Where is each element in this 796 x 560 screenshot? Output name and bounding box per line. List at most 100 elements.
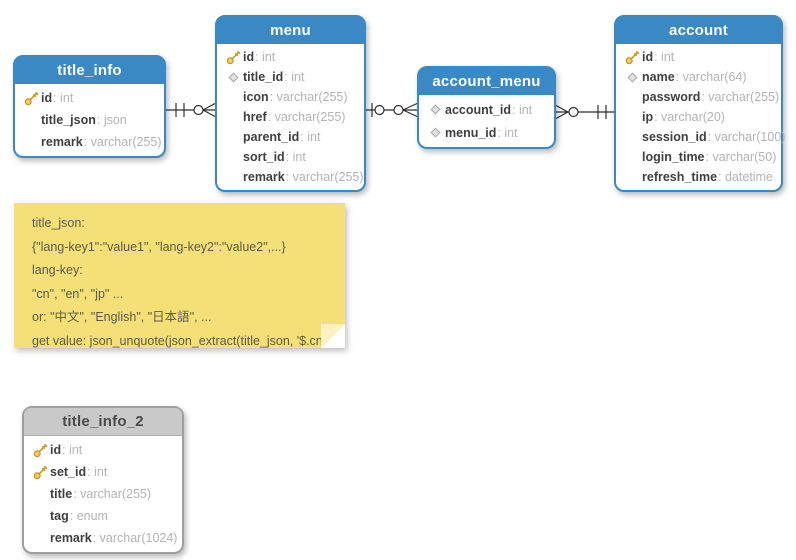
foreign-key-icon (623, 71, 642, 83)
field-type: : varchar(50) (705, 150, 777, 164)
field-type: : int (53, 91, 74, 105)
primary-key-icon (31, 465, 50, 480)
field-row: tag: enum (24, 505, 178, 527)
field-name: menu_id (445, 125, 497, 140)
table-header[interactable]: account_menu (419, 68, 554, 95)
field-row: login_time: varchar(50) (616, 147, 777, 167)
field-row: remark: varchar(255) (217, 167, 364, 187)
field-row: account_id: int (419, 98, 550, 121)
field-type: : varchar(1024) (92, 531, 178, 545)
field-row: parent_id: int (217, 127, 360, 147)
field-name: tag (50, 509, 69, 523)
field-row: title_id: int (217, 67, 360, 87)
field-name: account_id (445, 102, 511, 117)
relationship-title_info-menu[interactable] (166, 102, 216, 118)
field-type: : varchar(255) (701, 90, 780, 104)
field-name: session_id (642, 130, 707, 144)
field-type: : enum (69, 509, 108, 523)
field-name: refresh_time (642, 170, 718, 184)
field-type: : int (255, 50, 276, 64)
sticky-note-text: title_json:{"lang-key1":"value1", "lang-… (14, 203, 345, 348)
field-type: : int (285, 150, 306, 164)
field-name: remark (50, 531, 92, 545)
table-header[interactable]: title_info (15, 57, 164, 84)
field-name: sort_id (243, 150, 285, 164)
foreign-key-icon (426, 127, 445, 138)
field-name: login_time (642, 150, 705, 164)
field-type: : varchar(255) (269, 90, 348, 104)
field-row: ip: varchar(20) (616, 107, 777, 127)
field-row: title: varchar(255) (24, 483, 178, 505)
field-type: : varchar(255) (73, 487, 152, 501)
field-type: : varchar(255) (267, 110, 346, 124)
foreign-key-icon (426, 104, 445, 115)
field-type: : int (512, 102, 533, 117)
sticky-note[interactable]: title_json:{"lang-key1":"value1", "lang-… (14, 203, 345, 348)
field-row: id: int (15, 87, 160, 109)
field-row: id: int (24, 439, 178, 461)
field-type: : varchar(100) (707, 130, 786, 144)
field-name: id (50, 443, 62, 457)
field-name: id (243, 50, 255, 64)
field-row: sort_id: int (217, 147, 360, 167)
field-type: : varchar(255) (83, 135, 162, 149)
field-name: id (642, 50, 654, 64)
field-type: : varchar(255) (285, 170, 364, 184)
field-row: icon: varchar(255) (217, 87, 360, 107)
field-name: title_id (243, 70, 284, 84)
field-name: title_json (41, 113, 96, 127)
field-name: title (50, 487, 73, 501)
relationship-account_menu-account[interactable] (555, 104, 614, 120)
table-header[interactable]: account (616, 17, 781, 44)
field-row: refresh_time: datetime (616, 167, 777, 187)
field-row: title_json: json (15, 109, 160, 131)
field-row: remark: varchar(255) (15, 131, 162, 153)
primary-key-icon (22, 91, 41, 106)
field-name: id (41, 91, 53, 105)
field-row: password: varchar(255) (616, 87, 780, 107)
primary-key-icon (224, 50, 243, 65)
field-type: : int (497, 125, 518, 140)
primary-key-icon (623, 50, 642, 65)
field-type: : datetime (718, 170, 773, 184)
field-type: : varchar(20) (654, 110, 725, 124)
field-type: : int (654, 50, 675, 64)
field-row: menu_id: int (419, 121, 550, 144)
field-row: id: int (217, 47, 360, 67)
field-type: : json (96, 113, 127, 127)
field-name: parent_id (243, 130, 300, 144)
field-type: : varchar(64) (675, 70, 747, 84)
field-name: href (243, 110, 267, 124)
field-row: set_id: int (24, 461, 178, 483)
field-name: icon (243, 90, 269, 104)
relationship-menu-account_menu[interactable] (366, 102, 418, 118)
note-line: get value: json_unquote(json_extract(tit… (32, 333, 330, 348)
note-line: "cn", "en", "jp" ... (32, 286, 124, 301)
table-header[interactable]: title_info_2 (24, 408, 182, 436)
field-type: : int (62, 443, 83, 457)
field-row: remark: varchar(1024) (24, 527, 178, 549)
field-type: : int (87, 465, 108, 479)
field-row: href: varchar(255) (217, 107, 360, 127)
field-row: id: int (616, 47, 777, 67)
field-name: password (642, 90, 701, 104)
field-name: remark (41, 135, 83, 149)
note-line: or: "中文", "English", "日本語", ... (32, 310, 212, 324)
table-header[interactable]: menu (217, 17, 364, 44)
foreign-key-icon (224, 71, 243, 83)
field-type: : int (300, 130, 321, 144)
note-line: {"lang-key1":"value1", "lang-key2":"valu… (32, 239, 286, 254)
primary-key-icon (31, 443, 50, 458)
note-line: lang-key: (32, 263, 83, 277)
